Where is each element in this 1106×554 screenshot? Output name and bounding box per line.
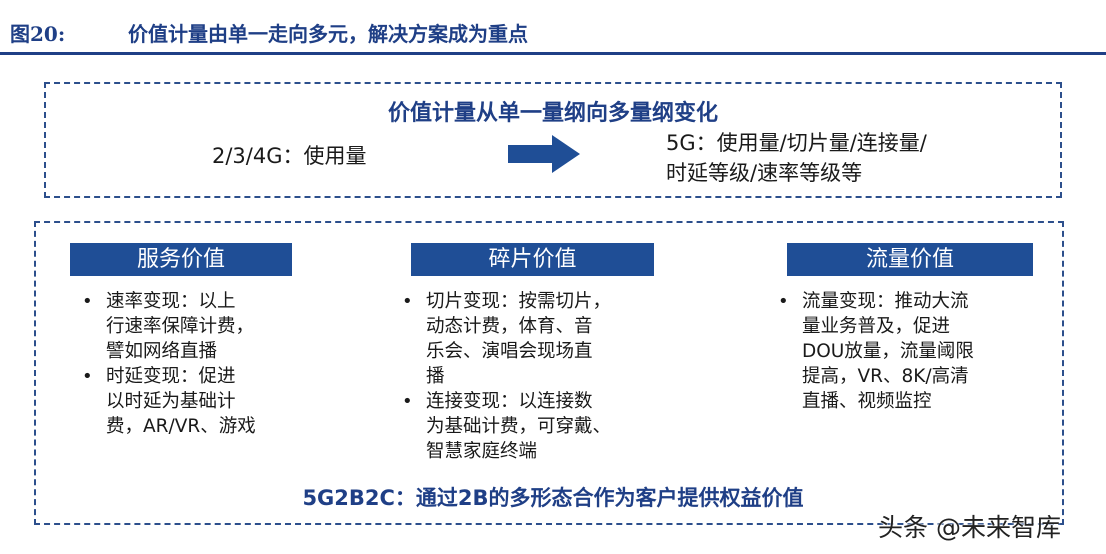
list-item-line: 乐会、演唱会现场直 xyxy=(426,341,593,362)
service-value-list: 速率变现：以上 行速率保障计费， 譬如网络直播 时延变现：促进 以时延为基础计 … xyxy=(72,289,256,439)
figure-caption: 价值计量由单一走向多元，解决方案成为重点 xyxy=(128,22,528,46)
list-item-line: DOU放量，流量阈限 xyxy=(802,341,974,362)
5g-usage-line: 时延等级/速率等级等 xyxy=(666,161,863,185)
figure-title: 图20: 价值计量由单一走向多元，解决方案成为重点 xyxy=(10,18,528,47)
list-item-line: 譬如网络直播 xyxy=(106,341,218,362)
list-item: 流量变现：推动大流 量业务普及，促进 DOU放量，流量阈限 提高，VR、8K/高… xyxy=(768,289,974,414)
list-item-line: 费，AR/VR、游戏 xyxy=(106,416,256,437)
list-item-line: 量业务普及，促进 xyxy=(802,316,951,337)
traffic-value-header: 流量价值 xyxy=(787,243,1033,276)
list-item-line: 行速率保障计费， xyxy=(106,316,255,337)
list-item-line: 切片变现：按需切片， xyxy=(426,291,612,312)
list-item: 时延变现：促进 以时延为基础计 费，AR/VR、游戏 xyxy=(72,364,256,439)
top-box-heading: 价值计量从单一量纲向多量纲变化 xyxy=(387,101,718,126)
bottom-dashed-box xyxy=(34,221,1064,525)
5g-usage-line: 5G：使用量/切片量/连接量/ xyxy=(666,131,927,155)
list-item-line: 提高，VR、8K/高清 xyxy=(802,366,969,387)
list-item: 速率变现：以上 行速率保障计费， 譬如网络直播 xyxy=(72,289,256,364)
traffic-value-list: 流量变现：推动大流 量业务普及，促进 DOU放量，流量阈限 提高，VR、8K/高… xyxy=(768,289,974,414)
list-item-line: 时延变现：促进 xyxy=(106,366,236,387)
watermark: 头条 @未来智库 xyxy=(878,513,1061,542)
summary-text: 5G2B2C：通过2B的多形态合作为客户提供权益价值 xyxy=(302,486,804,510)
title-divider xyxy=(0,52,1106,55)
list-item-line: 为基础计费，可穿戴、 xyxy=(426,416,612,437)
legacy-usage-text: 2/3/4G：使用量 xyxy=(212,144,367,168)
right-arrow-icon xyxy=(508,135,580,173)
list-item-line: 流量变现：推动大流 xyxy=(802,291,969,312)
list-item: 连接变现：以连接数 为基础计费，可穿戴、 智慧家庭终端 xyxy=(392,389,611,464)
5g-usage-text: 5G：使用量/切片量/连接量/ 时延等级/速率等级等 xyxy=(666,128,927,188)
list-item-line: 动态计费，体育、音 xyxy=(426,316,593,337)
list-item: 切片变现：按需切片， 动态计费，体育、音 乐会、演唱会现场直 播 xyxy=(392,289,611,389)
list-item-line: 播 xyxy=(426,366,445,387)
list-item-line: 速率变现：以上 xyxy=(106,291,236,312)
list-item-line: 直播、视频监控 xyxy=(802,391,932,412)
top-dashed-box xyxy=(44,82,1062,198)
list-item-line: 以时延为基础计 xyxy=(106,391,236,412)
list-item-line: 连接变现：以连接数 xyxy=(426,391,593,412)
slice-value-list: 切片变现：按需切片， 动态计费，体育、音 乐会、演唱会现场直 播 连接变现：以连… xyxy=(392,289,611,464)
service-value-header: 服务价值 xyxy=(70,243,292,276)
slice-value-header: 碎片价值 xyxy=(411,243,654,276)
figure-number: 图20: xyxy=(10,22,66,46)
list-item-line: 智慧家庭终端 xyxy=(426,441,538,462)
